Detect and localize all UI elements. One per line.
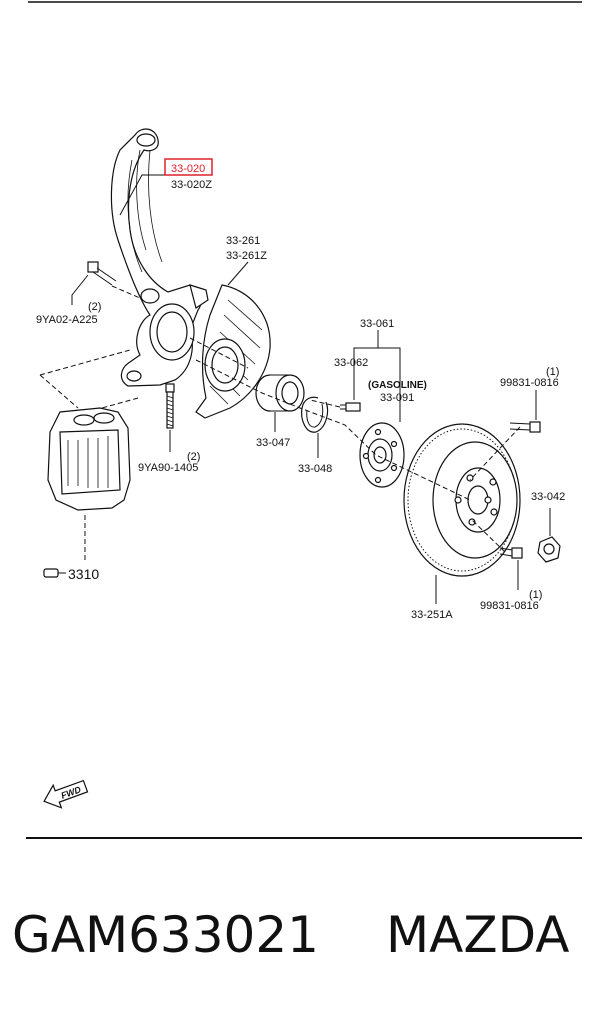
label-bolt-top-qty: (2) (88, 301, 101, 313)
label-disc[interactable]: 33-251A (411, 609, 453, 621)
label-hub[interactable]: 33-091 (380, 392, 414, 404)
label-stud-top-qty: (1) (546, 366, 559, 378)
label-hub-bolt[interactable]: 33-062 (334, 357, 368, 369)
label-snap-ring[interactable]: 33-048 (298, 463, 332, 475)
label-gasoline: (GASOLINE) (368, 380, 427, 391)
highlight-box (164, 158, 213, 176)
dust-shield[interactable] (195, 284, 271, 419)
label-bolt-top[interactable]: 9YA02-A225 (36, 314, 98, 326)
hub-bolt[interactable] (340, 402, 361, 412)
bolt-9ya02-a225[interactable] (87, 261, 117, 286)
label-stud-bottom[interactable]: 99831-0816 (480, 600, 539, 612)
label-dust-shield-alt[interactable]: 33-261Z (226, 250, 267, 262)
stud-9ya90-1405[interactable] (165, 383, 175, 429)
label-stud-left[interactable]: 9YA90-1405 (138, 462, 198, 474)
part-number: GAM633021 (12, 906, 319, 964)
label-dust-shield[interactable]: 33-261 (226, 235, 260, 247)
label-hub-group[interactable]: 33-061 (360, 318, 394, 330)
label-bearing[interactable]: 33-047 (256, 437, 290, 449)
reference-glyph (43, 568, 66, 578)
stud-top[interactable] (509, 421, 541, 433)
nut[interactable] (537, 536, 561, 563)
label-stud-top[interactable]: 99831-0816 (500, 377, 559, 389)
label-stud-left-qty: (2) (187, 451, 200, 463)
brake-disc[interactable] (403, 423, 521, 577)
snap-ring[interactable] (301, 396, 329, 433)
label-knuckle-alt[interactable]: 33-020Z (171, 179, 212, 191)
stud-bottom[interactable] (499, 547, 523, 559)
label-stud-bottom-qty: (1) (529, 589, 542, 601)
fwd-arrow-icon: FWD (43, 779, 89, 809)
label-knuckle-highlight[interactable]: 33-020 (171, 163, 205, 175)
label-nut[interactable]: 33-042 (531, 491, 565, 503)
label-caliper-ref[interactable]: 3310 (68, 566, 99, 582)
wheel-hub[interactable] (359, 422, 405, 488)
brand-name: MAZDA (386, 906, 569, 964)
steering-knuckle[interactable] (110, 128, 209, 387)
brake-caliper[interactable] (47, 407, 131, 511)
